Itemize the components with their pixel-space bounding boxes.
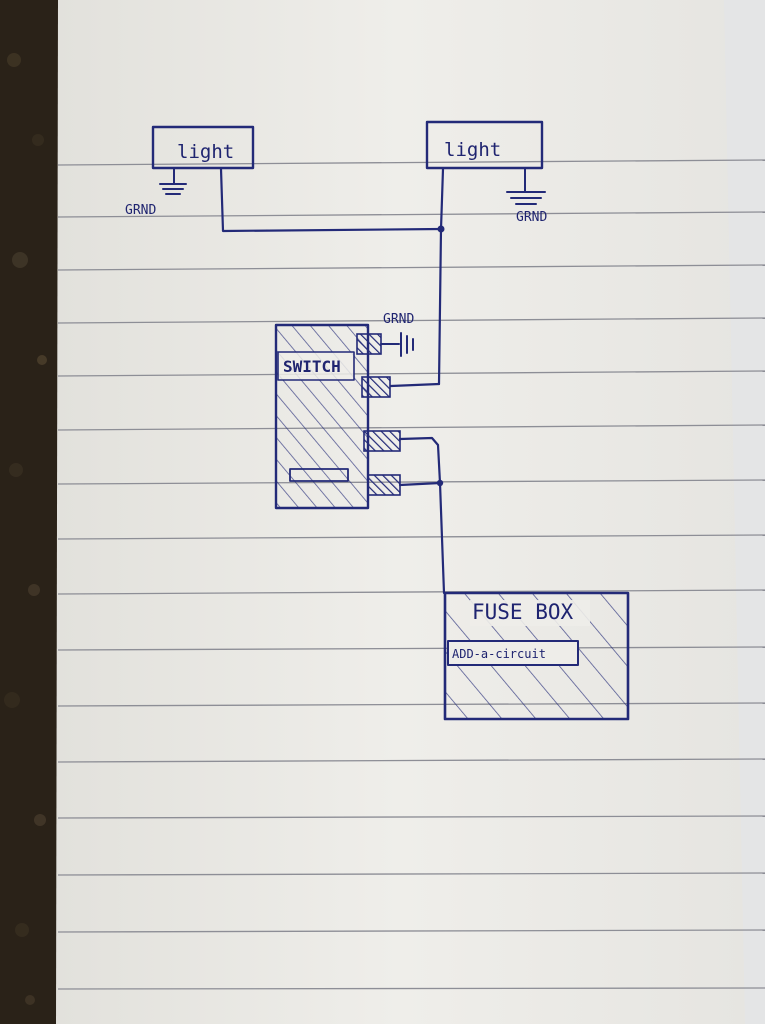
wire-junction-bottom (436, 479, 444, 487)
switch-terminals (356, 333, 401, 496)
light-left: light (151, 125, 255, 170)
light-left-label: light (177, 141, 234, 163)
switch-block: SWITCH (274, 323, 370, 510)
light-right-label: light (444, 139, 501, 161)
wire-junction-top (437, 225, 445, 233)
ground-left-symbol (159, 168, 187, 195)
notebook-page (56, 0, 745, 1024)
fuse-box: FUSE BOX ADD-a-circuit (443, 591, 630, 721)
ground-switch-symbol (380, 332, 414, 357)
switch-slot (289, 468, 349, 482)
ground-right-symbol (506, 168, 546, 205)
ground-switch-label: GRND (383, 312, 414, 327)
light-right: light (425, 120, 544, 170)
granite-speckles (4, 53, 47, 1005)
switch-label: SWITCH (283, 357, 341, 376)
add-a-circuit-label: ADD-a-circuit (452, 647, 546, 661)
light-wires (219, 167, 445, 388)
ruled-lines (57, 159, 765, 990)
fuse-wires (398, 436, 446, 595)
ground-left-label: GRND (125, 203, 156, 218)
fuse-box-label: FUSE BOX (472, 600, 574, 624)
add-a-circuit-slot (447, 640, 579, 666)
ground-right-label: GRND (516, 210, 547, 225)
